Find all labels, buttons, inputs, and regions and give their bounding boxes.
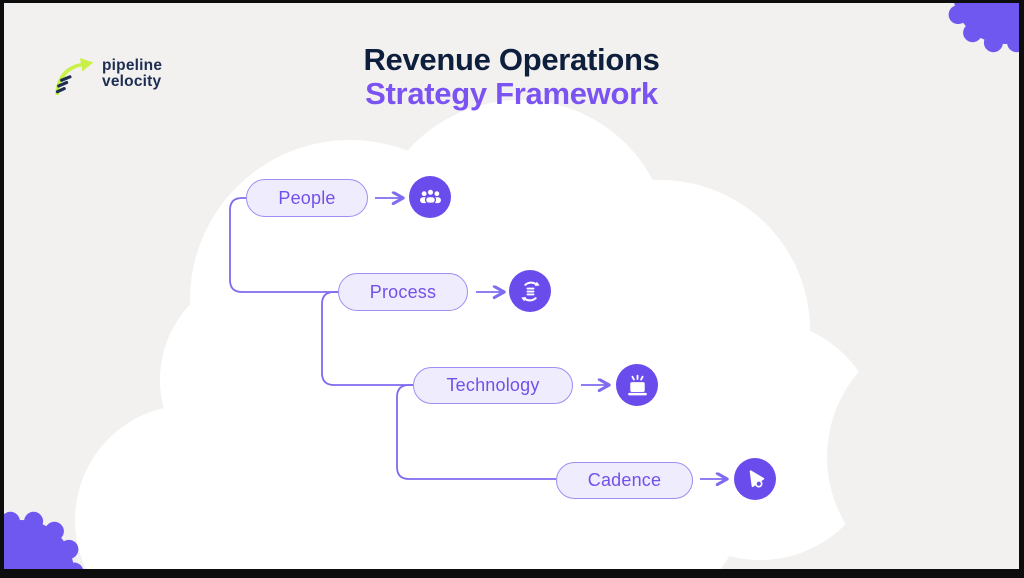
node-technology-label: Technology: [446, 375, 540, 395]
people-icon-circle: [409, 176, 451, 218]
team-people-icon: [419, 187, 441, 204]
page-title: Revenue Operations Strategy Framework: [4, 43, 1019, 111]
brand-wordmark: pipeline velocity: [102, 58, 162, 90]
technology-icon-circle: [616, 364, 658, 406]
connector-people-process: [229, 197, 338, 293]
flower-decoration-bottom-left: [4, 511, 84, 569]
node-process-label: Process: [369, 281, 437, 302]
pipeline-velocity-logo-icon: [55, 57, 94, 95]
cadence-icon-circle: [734, 458, 776, 500]
title-line-1: Revenue Operations: [363, 42, 660, 77]
node-people: People: [246, 179, 368, 217]
brand-logo: pipeline velocity: [46, 49, 162, 99]
node-people-label: People: [278, 187, 336, 208]
process-icon-circle: [509, 270, 551, 312]
connector-technology-cadence: [396, 384, 556, 480]
connector-layer: [229, 3, 1019, 569]
slide-canvas: pipeline velocity Revenue Operations Str…: [4, 3, 1019, 569]
node-technology: Technology: [413, 367, 573, 404]
node-cadence: Cadence: [556, 462, 693, 499]
gray-accent-circles: [827, 327, 1019, 569]
node-cadence-label: Cadence: [587, 470, 662, 490]
title-line-2: Strategy Framework: [365, 76, 658, 111]
connector-process-technology: [321, 291, 413, 386]
brand-word-2: velocity: [102, 73, 162, 90]
brand-word-1: pipeline: [102, 57, 163, 74]
node-process: Process: [338, 273, 468, 311]
flower-decoration-top-right: [948, 3, 1019, 53]
play-cadence-icon: [749, 469, 764, 487]
process-cycle-icon: [520, 281, 540, 301]
laptop-icon: [627, 374, 647, 395]
